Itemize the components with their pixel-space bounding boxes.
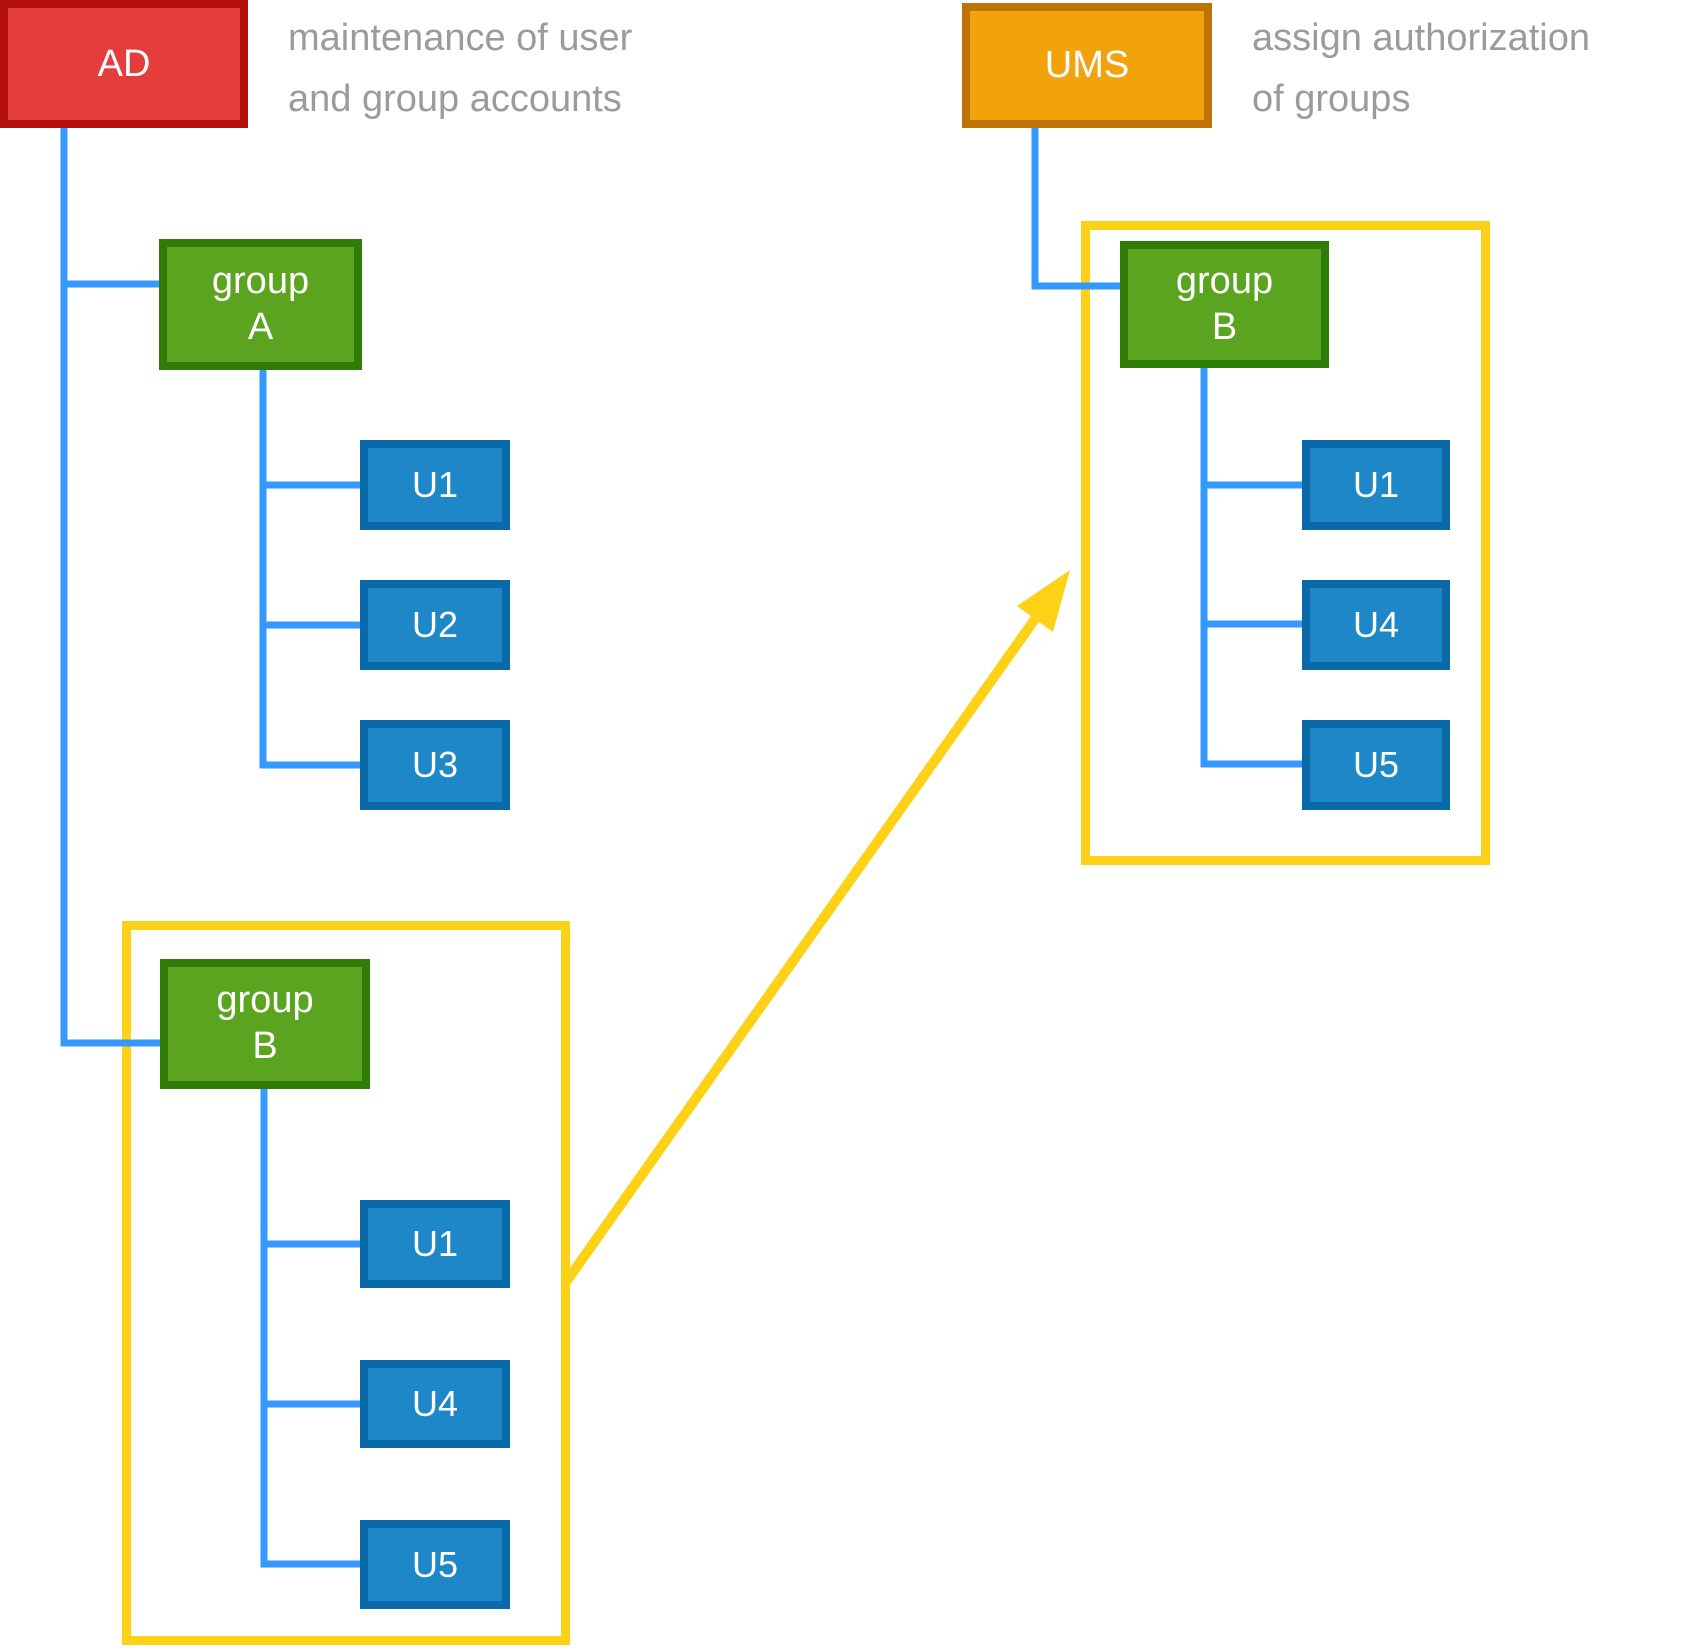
ad-label: AD: [97, 42, 151, 85]
user-label: U3: [411, 744, 459, 785]
group-a-label: group A: [211, 259, 310, 348]
group-b-left-trunk-line: [260, 1089, 360, 1568]
assignment-arrow-head: [1017, 570, 1070, 632]
group-b-right-label: group B: [1175, 259, 1274, 348]
group-b-left-box: group B: [160, 959, 370, 1089]
ums-annotation: assign authorization of groups: [1252, 17, 1590, 120]
ad-box: AD: [0, 0, 248, 128]
ad-annotation: maintenance of user and group accounts: [288, 17, 633, 120]
user-label: U1: [411, 464, 459, 505]
assignment-arrow: [561, 570, 1070, 1285]
group-b-right-user-u4: U4: [1302, 580, 1450, 670]
assignment-arrow-shaft: [561, 616, 1040, 1285]
user-label: U2: [411, 604, 459, 645]
user-label: U5: [411, 1543, 459, 1585]
user-label: U1: [1352, 464, 1400, 505]
group-b-right-trunk-line: [1200, 368, 1302, 768]
group-b-left-user-u4: U4: [360, 1360, 510, 1448]
group-b-highlight-frame-left: [122, 921, 570, 1645]
ums-label: UMS: [1044, 44, 1130, 86]
group-b-left-label: group B: [216, 979, 314, 1067]
group-b-left-user-u1: U1: [360, 1200, 510, 1288]
group-b-right-user-u1: U1: [1302, 440, 1450, 530]
ums-box: UMS: [962, 3, 1212, 128]
group-a-box: group A: [159, 239, 362, 370]
user-label: U4: [1352, 604, 1400, 645]
ums-to-group-b-line: [1031, 128, 1120, 290]
group-b-left-user-u5: U5: [360, 1520, 510, 1609]
ad-trunk-line: [60, 128, 160, 1047]
group-a-trunk-line: [259, 370, 360, 769]
group-b-right-user-u5: U5: [1302, 720, 1450, 810]
group-b-right-box: group B: [1120, 241, 1329, 368]
group-a-user-u2: U2: [360, 580, 510, 670]
user-label: U1: [411, 1223, 459, 1264]
user-label: U5: [1352, 744, 1400, 785]
user-label: U4: [411, 1383, 459, 1424]
group-a-user-u3: U3: [360, 720, 510, 810]
group-b-highlight-frame-right: [1081, 221, 1490, 865]
group-a-user-u1: U1: [360, 440, 510, 530]
